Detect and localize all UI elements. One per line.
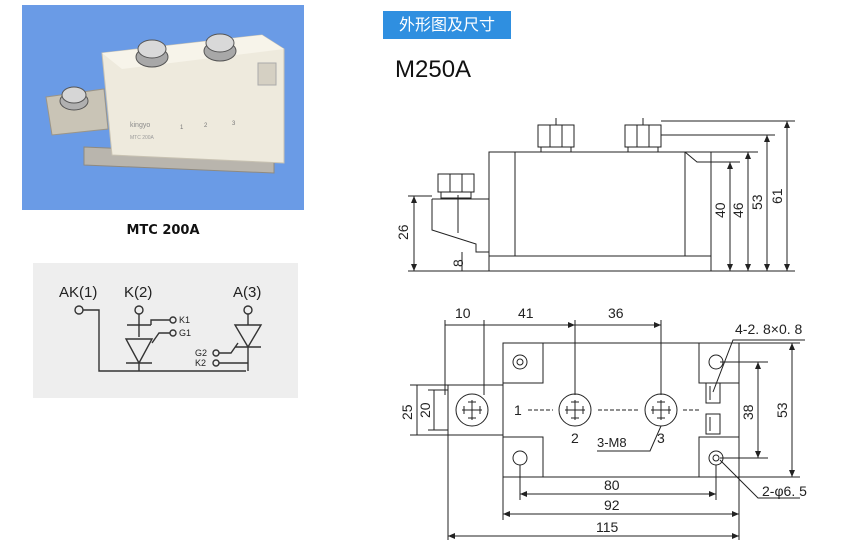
dim-label-41: 41	[518, 305, 534, 321]
dim-line-46	[697, 151, 758, 271]
top-view-terminal-2	[558, 393, 592, 427]
dim-label-25: 25	[399, 404, 415, 420]
dim-label-92: 92	[604, 497, 620, 513]
side-view-screw-2	[624, 118, 662, 153]
dim-line-26	[408, 195, 489, 272]
top-view-terminal-3	[644, 393, 678, 427]
dim-line-41	[484, 320, 576, 395]
dim-line-115	[447, 435, 740, 540]
side-view-screw-3	[437, 173, 475, 199]
pin-label-1: 1	[514, 402, 522, 418]
pin-label-3: 3	[657, 430, 665, 446]
wire-k2-down	[127, 314, 151, 337]
wire-ak1	[83, 309, 246, 372]
photo-module-text: MTC 200A	[130, 135, 155, 141]
photo-pin-label-2: 2	[204, 123, 208, 129]
dim-label-80: 80	[604, 477, 620, 493]
section-title-banner: 外形图及尺寸	[383, 11, 511, 39]
label-holes: 4-2. 8×0. 8	[735, 321, 803, 337]
photo-pin-label-3: 3	[232, 121, 236, 127]
dim-line-25	[410, 384, 448, 436]
photo-screw-1	[59, 86, 89, 111]
gate-label-g1: G1	[179, 328, 191, 338]
photo-caption: MTC 200A	[126, 223, 200, 238]
dim-line-40	[711, 161, 795, 272]
dim-label-26: 26	[395, 224, 411, 240]
dim-label-38: 38	[740, 404, 756, 420]
dim-line-80	[519, 465, 717, 500]
terminal-g2-circle	[212, 349, 220, 357]
top-view-gate-pins	[705, 382, 721, 435]
wire-g1	[151, 332, 170, 344]
gate-label-g2: G2	[195, 348, 207, 358]
dim-label-115: 115	[596, 519, 619, 535]
gate-label-k1: K1	[179, 315, 190, 325]
dim-line-36	[575, 320, 662, 395]
dim-label-10: 10	[455, 305, 471, 321]
terminal-k1-circle	[169, 316, 177, 324]
dim-line-38	[720, 361, 768, 459]
dim-label-8: 8	[450, 259, 466, 267]
top-view-terminal-1	[455, 393, 489, 427]
terminal-label-ak1: AK(1)	[59, 284, 97, 301]
photo-pin-label-1: 1	[180, 125, 184, 131]
pin-label-2: 2	[571, 430, 579, 446]
dim-line-92	[502, 477, 740, 520]
dim-label-53-top: 53	[774, 402, 790, 418]
dim-label-53: 53	[749, 194, 765, 210]
dim-label-40: 40	[712, 202, 728, 218]
photo-screw-2	[135, 39, 169, 68]
terminal-g1-circle	[169, 329, 177, 337]
terminal-label-k2: K(2)	[124, 284, 152, 301]
leader-mount	[719, 459, 800, 499]
dim-line-53-top	[739, 342, 800, 478]
label-mount-holes: 2-φ6. 5	[762, 483, 807, 499]
module-photo: kingyo MTC 200A 1 2 3	[22, 5, 304, 210]
wire-k1	[150, 319, 170, 325]
dim-label-20: 20	[417, 402, 433, 418]
leader-holes	[712, 339, 805, 393]
photo-screw-3	[203, 33, 237, 62]
circuit-schematic: AK(1) K(2) A(3) K1 G1 G2 K2	[33, 263, 298, 398]
label-screws: 3-M8	[597, 435, 627, 450]
dim-label-61: 61	[769, 188, 785, 204]
dim-line-20	[428, 389, 448, 431]
dim-line-10	[444, 320, 485, 395]
wire-g2	[219, 342, 239, 354]
photo-brand-text: kingyo	[130, 122, 150, 129]
leader-screws	[597, 425, 662, 452]
side-view-outline	[431, 151, 712, 272]
dim-label-46: 46	[730, 202, 746, 218]
dim-label-36: 36	[608, 305, 624, 321]
model-title: M250A	[395, 56, 472, 83]
dim-line-61	[661, 120, 795, 271]
side-view-screw-1	[537, 118, 575, 153]
gate-label-k2: K2	[195, 358, 206, 368]
terminal-label-a3: A(3)	[233, 284, 261, 301]
top-view-outline	[447, 342, 740, 478]
dim-line-53	[661, 134, 775, 271]
dimension-arrowheads	[411, 121, 795, 539]
photo-gate-pins	[257, 62, 277, 86]
terminal-k2gate-circle	[212, 359, 220, 367]
